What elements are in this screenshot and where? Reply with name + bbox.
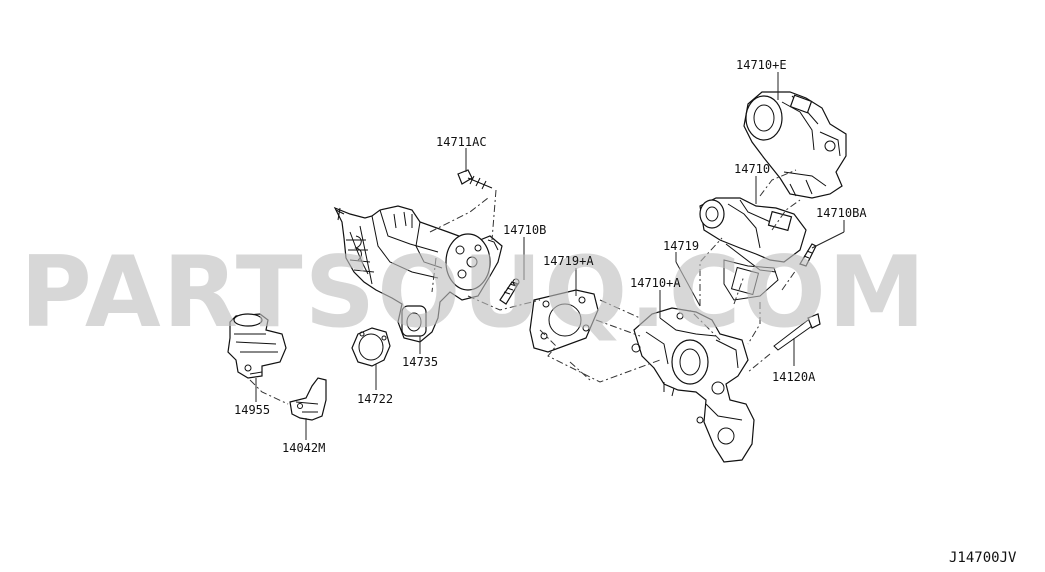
assembly-lines bbox=[249, 169, 801, 405]
label-14722[interactable]: 14722 bbox=[357, 392, 393, 406]
gasket-14722[interactable] bbox=[351, 327, 391, 367]
label-14711AC[interactable]: 14711AC bbox=[436, 135, 487, 149]
leader-lines bbox=[255, 72, 845, 440]
label-14710A[interactable]: 14710+A bbox=[630, 276, 681, 290]
label-14042M[interactable]: 14042M bbox=[282, 441, 325, 455]
label-14719[interactable]: 14719 bbox=[663, 239, 699, 253]
bolt-14711AC[interactable] bbox=[457, 169, 493, 190]
part-labels: 14710+E 14711AC 14710 14710BA 14710B 147… bbox=[234, 58, 867, 455]
diagram-code: J14700JV bbox=[949, 550, 1017, 566]
egr-cooler-14735[interactable] bbox=[333, 205, 503, 343]
egr-valve-14710[interactable] bbox=[699, 197, 807, 301]
label-14735[interactable]: 14735 bbox=[402, 355, 438, 369]
label-14710[interactable]: 14710 bbox=[734, 162, 770, 176]
egr-body-14710A[interactable] bbox=[631, 307, 755, 463]
bracket-14042M[interactable] bbox=[289, 377, 327, 421]
gasket-14719A[interactable] bbox=[529, 289, 599, 353]
watermark-text: PARTSOUQ.COM bbox=[20, 236, 927, 350]
label-14719A[interactable]: 14719+A bbox=[543, 254, 594, 268]
label-14710B[interactable]: 14710B bbox=[503, 223, 546, 237]
stud-14710B[interactable] bbox=[499, 278, 520, 305]
egr-sensor-14955[interactable] bbox=[227, 313, 287, 379]
bolt-14120A[interactable] bbox=[773, 313, 821, 351]
egr-valve-14710E[interactable] bbox=[743, 91, 847, 199]
label-14710E[interactable]: 14710+E bbox=[736, 58, 787, 72]
label-14120A[interactable]: 14120A bbox=[772, 370, 816, 384]
label-14955[interactable]: 14955 bbox=[234, 403, 270, 417]
label-14710BA[interactable]: 14710BA bbox=[816, 206, 867, 220]
